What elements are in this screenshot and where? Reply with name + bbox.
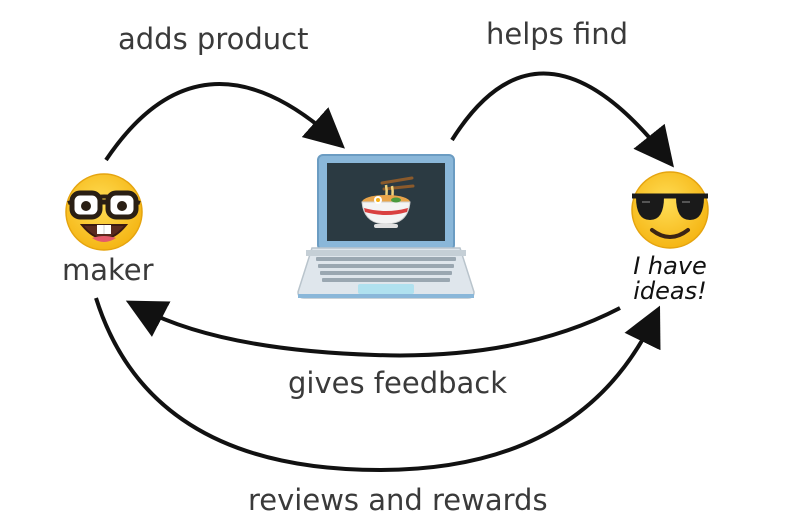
diagram-canvas: adds product helps find maker I have ide… [62, 17, 712, 515]
edge-label-helps-find: helps find [486, 17, 629, 51]
actor-label-user-line1: I have [633, 252, 707, 280]
actor-label-user-line2: ideas! [633, 277, 707, 305]
arrow-gives-feedback [125, 300, 621, 358]
edge-label-reviews-and-rewards: reviews and rewards [248, 483, 548, 517]
edge-label-gives-feedback: gives feedback [288, 366, 508, 400]
arrow-helps-find [450, 71, 675, 168]
actor-label-maker: maker [62, 253, 154, 287]
edge-label-adds-product: adds product [118, 22, 309, 56]
sunglasses-face-icon [631, 171, 709, 249]
arrow-reviews-and-rewards [94, 297, 661, 473]
actor-label-user: I have ideas! [628, 254, 712, 304]
nerd-face-icon [65, 173, 143, 251]
ramen-bowl-icon [361, 176, 415, 228]
diagram-svg [65, 71, 709, 473]
arrow-adds-product [104, 82, 345, 162]
